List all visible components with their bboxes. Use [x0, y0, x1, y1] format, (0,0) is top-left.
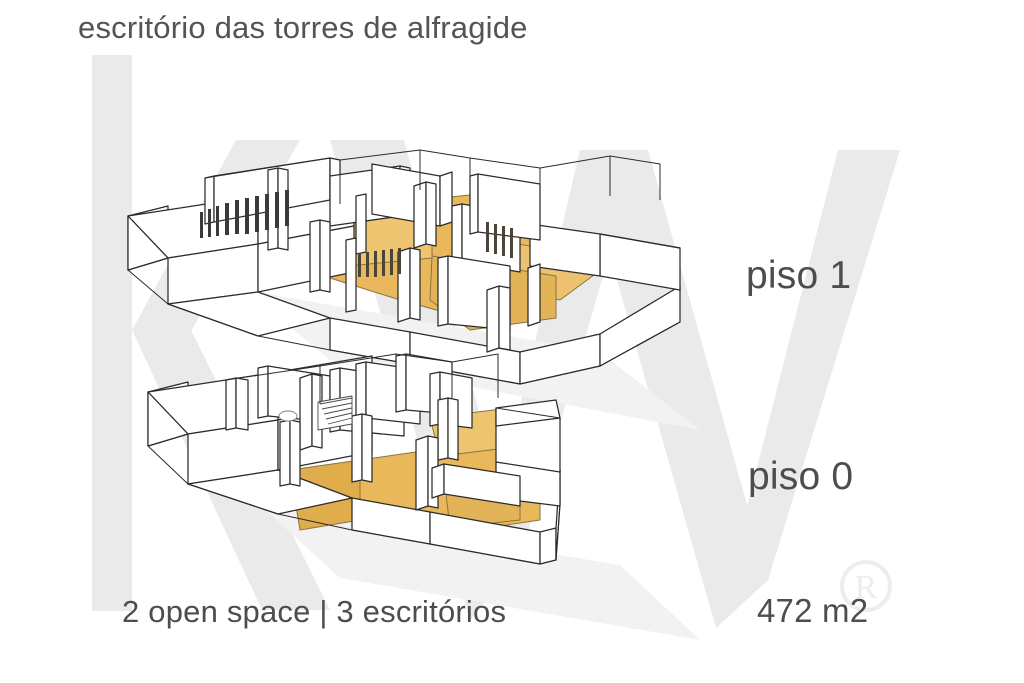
piso1-louvre-slats-middle — [358, 248, 401, 277]
page-title: escritório das torres de alfragide — [78, 10, 528, 45]
piso1-interior-walls — [204, 157, 541, 353]
area-text: 472 m2 — [757, 592, 869, 629]
piso1-louvre-slats-left — [200, 190, 289, 238]
floor-plan-piso-0 — [147, 353, 561, 565]
piso0-stairs — [317, 395, 353, 431]
piso0-fixture — [278, 410, 298, 422]
floor-label-upper: piso 1 — [746, 254, 852, 297]
piso0-wall-outlines — [147, 353, 561, 565]
floor-plan-piso-1 — [127, 149, 681, 385]
summary-text: 2 open space | 3 escritórios — [122, 594, 507, 629]
floor-label-lower: piso 0 — [748, 455, 854, 498]
piso1-louvre-slats-right — [486, 222, 513, 258]
